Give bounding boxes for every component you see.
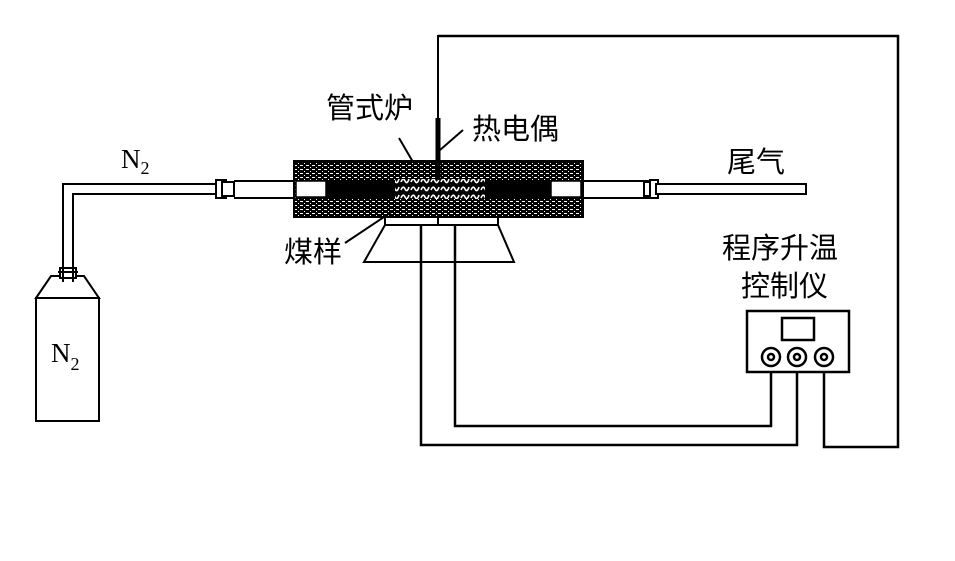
furnace-stand [362, 216, 516, 263]
temperature-controller [745, 309, 851, 374]
controller-display [780, 316, 816, 342]
thermocouple-label: 热电偶 [472, 112, 559, 146]
cylinder-body [35, 297, 100, 422]
thermocouple-wire [438, 34, 900, 449]
cylinder-label: N2 [51, 338, 80, 374]
leader-lines [344, 129, 464, 244]
coal-sample [395, 179, 485, 199]
coal-sample-label: 煤样 [284, 235, 342, 269]
cylinder-shoulder [34, 275, 101, 299]
heater-wires [419, 225, 799, 447]
tube-furnace-label: 管式炉 [326, 91, 413, 125]
exhaust-label: 尾气 [727, 145, 785, 179]
gas-line-label: N2 [121, 144, 150, 178]
controller-label-line2: 控制仪 [741, 269, 828, 303]
controller-label-line1: 程序升温 [722, 231, 838, 265]
exhaust-pipe [583, 179, 807, 199]
gas-inlet-pipe [62, 179, 296, 282]
n2-cylinder [34, 267, 101, 422]
